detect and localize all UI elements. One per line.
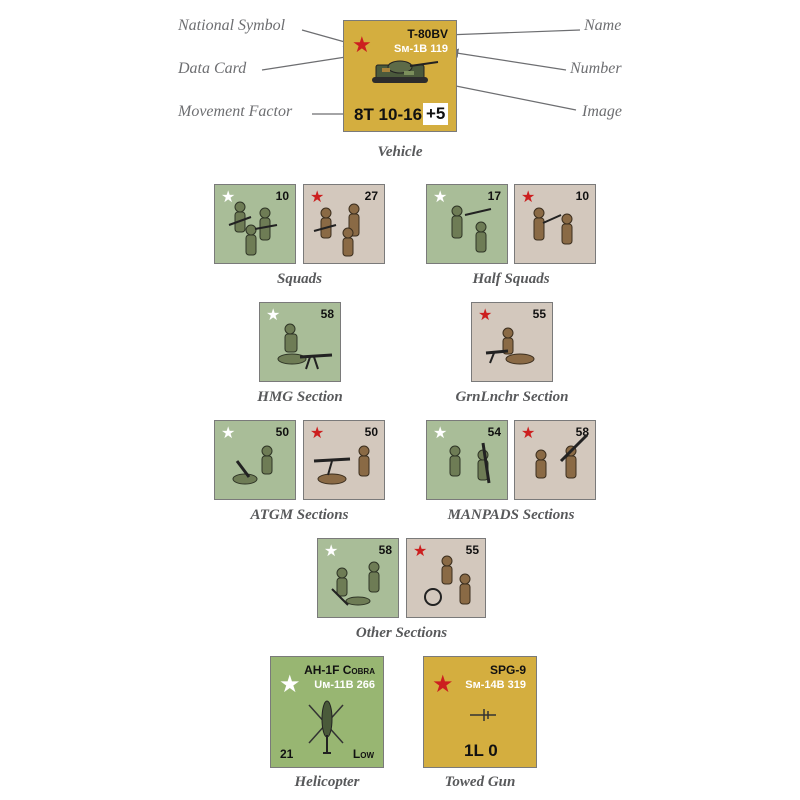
tank-image <box>372 60 439 83</box>
counter-number: 10 <box>575 189 589 203</box>
manpads-counter-soviet[interactable]: ★ 58 <box>514 420 596 500</box>
vehicle-caption: Vehicle <box>377 144 423 160</box>
helicopter-name-prefix: AH-1F <box>304 663 340 677</box>
vehicle-counter[interactable]: ★ T-80BV Sм-1B 119 8T 10-16 +5 <box>343 20 457 132</box>
counter-number: 50 <box>275 425 289 439</box>
red-star-icon: ★ <box>432 670 454 698</box>
callout-name: Name <box>584 17 622 34</box>
vehicle-modifier: +5 <box>423 103 449 125</box>
white-star-icon: ★ <box>433 187 448 206</box>
vehicle-movement-factor: 8T 10-16 <box>354 105 423 124</box>
counter-number: 50 <box>364 425 378 439</box>
helicopter-name-suffix: Cobra <box>342 663 375 677</box>
hmg-crew-image <box>277 323 333 370</box>
red-star-icon: ★ <box>352 33 372 58</box>
helicopter-caption: Helicopter <box>294 774 360 790</box>
counter-number: 27 <box>364 189 378 203</box>
atgm-caption: ATGM Sections <box>250 507 349 523</box>
towed-gun-data-card: Sм-14B 319 <box>465 679 526 691</box>
atgm-counter-soviet[interactable]: ★ 50 <box>303 420 385 500</box>
callout-number: Number <box>570 60 622 77</box>
atgm-crew-image <box>313 445 370 485</box>
callout-movement-factor: Movement Factor <box>178 103 293 120</box>
white-star-icon: ★ <box>433 423 448 442</box>
white-star-icon: ★ <box>221 423 236 442</box>
white-star-icon: ★ <box>324 541 339 560</box>
towed-gun-name: SPG-9 <box>489 663 526 677</box>
soldier-group-image <box>533 207 573 245</box>
white-star-icon: ★ <box>266 305 281 324</box>
helicopter-data-card: Uм-11B 266 <box>314 679 375 691</box>
red-star-icon: ★ <box>521 423 536 442</box>
hmg-caption: HMG Section <box>257 389 343 405</box>
atgm-crew-image <box>232 445 273 485</box>
manpads-crew-image <box>535 433 589 479</box>
half-squads-caption: Half Squads <box>472 271 550 287</box>
vehicle-data-card: Sм-1B 119 <box>393 43 448 55</box>
atgm-counter-nato[interactable]: ★ 50 <box>214 420 296 500</box>
callout-image: Image <box>582 103 622 120</box>
helicopter-left-value: 21 <box>280 747 294 761</box>
callout-national-symbol: National Symbol <box>178 17 286 34</box>
soldier-group-image <box>313 203 360 257</box>
towed-gun-caption: Towed Gun <box>444 774 516 790</box>
hmg-counter[interactable]: ★ 58 <box>259 302 341 382</box>
squads-caption: Squads <box>276 271 323 287</box>
red-star-icon: ★ <box>310 423 325 442</box>
helicopter-image <box>308 700 344 754</box>
grnlnchr-counter[interactable]: ★ 55 <box>471 302 553 382</box>
other-section-counter-soviet[interactable]: ★ 55 <box>406 538 486 618</box>
counter-number: 58 <box>320 307 334 321</box>
soldier-group-image <box>228 201 278 256</box>
counter-number: 55 <box>532 307 546 321</box>
squad-counter-soviet[interactable]: ★ 27 <box>303 184 385 264</box>
counter-number: 55 <box>465 543 479 557</box>
towed-gun-movement-factor: 1L 0 <box>464 741 498 760</box>
counter-number: 17 <box>487 189 501 203</box>
half-squad-counter-soviet[interactable]: ★ 10 <box>514 184 596 264</box>
towed-gun-counter[interactable]: ★ SPG-9 Sм-14B 319 1L 0 <box>423 656 537 768</box>
red-star-icon: ★ <box>310 187 325 206</box>
vehicle-name: T-80BV <box>407 27 448 41</box>
grnlnchr-caption: GrnLnchr Section <box>455 389 569 405</box>
white-star-icon: ★ <box>279 670 301 698</box>
counter-number: 10 <box>275 189 289 203</box>
helicopter-counter[interactable]: ★ AH-1F Cobra Uм-11B 266 21 Low <box>270 656 384 768</box>
manpads-counter-nato[interactable]: ★ 54 <box>426 420 508 500</box>
soldier-group-image <box>331 561 380 606</box>
red-star-icon: ★ <box>521 187 536 206</box>
towed-gun-image <box>470 709 496 721</box>
helicopter-name: AH-1F Cobra <box>304 663 375 677</box>
grenade-launcher-crew-image <box>485 327 535 365</box>
helicopter-right-value: Low <box>352 747 374 761</box>
manpads-caption: MANPADS Sections <box>447 507 575 523</box>
soldier-group-image <box>424 555 471 606</box>
other-sections-caption: Other Sections <box>355 625 448 641</box>
squad-counter-nato[interactable]: ★ 10 <box>214 184 296 264</box>
other-section-counter-nato[interactable]: ★ 58 <box>317 538 399 618</box>
red-star-icon: ★ <box>478 305 493 324</box>
soldier-group-image <box>451 205 492 253</box>
counter-number: 58 <box>378 543 392 557</box>
callout-data-card: Data Card <box>178 60 247 77</box>
counter-number: 54 <box>487 425 501 439</box>
white-star-icon: ★ <box>221 187 236 206</box>
manpads-crew-image <box>449 442 491 484</box>
half-squad-counter-nato[interactable]: ★ 17 <box>426 184 508 264</box>
red-star-icon: ★ <box>413 541 428 560</box>
